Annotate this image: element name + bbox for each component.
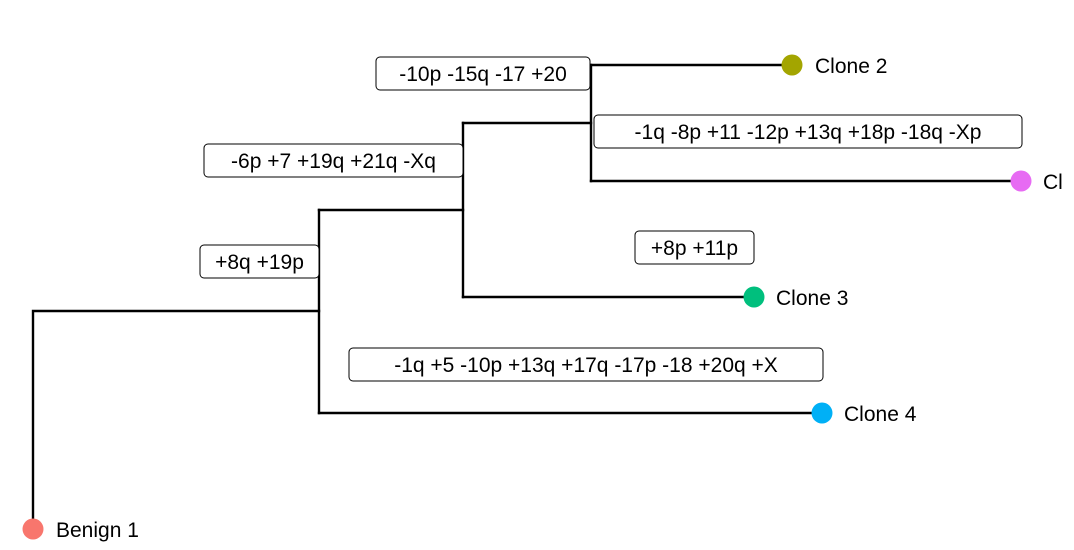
branch-label-text: -1q -8p +11 -12p +13q +18p -18q -Xp	[635, 121, 982, 144]
tip-label-benign1: Benign 1	[56, 519, 139, 542]
tip-label-clone5: Cl	[1043, 171, 1063, 194]
branch-labels: +8q +19p -6p +7 +19q +21q -Xq -10p -15q …	[199, 56, 1023, 382]
branch-label-box	[593, 114, 1023, 149]
branch-label-box	[375, 56, 591, 91]
branch-root-to-benign	[31, 309, 321, 531]
branch-label-b6: -1q +5 -10p +13q +17q -17p -18 +20q +X	[348, 347, 824, 382]
branch-label-text: -1q +5 -10p +13q +17q -17p -18 +20q +X	[394, 354, 778, 377]
tip-dot-benign1	[22, 518, 44, 540]
tree-branches	[31, 63, 1023, 531]
tip-labels: Benign 1 Clone 2 Clone 3 Clone 4 Cl	[56, 55, 1063, 542]
branch-label-b2: -6p +7 +19q +21q -Xq	[203, 143, 464, 178]
branch-label-box	[348, 347, 824, 382]
branch-label-box	[634, 230, 755, 265]
branch-label-text: -10p -15q -17 +20	[399, 63, 567, 86]
branch-label-box	[203, 143, 464, 178]
branch-label-text: +8q +19p	[215, 251, 304, 274]
tip-dot-clone5	[1010, 170, 1032, 192]
branch-label-box	[199, 244, 320, 279]
tip-dot-clone3	[743, 286, 765, 308]
tip-dot-clone4	[811, 402, 833, 424]
tip-points	[22, 54, 1032, 540]
branch-label-b1: +8q +19p	[199, 244, 320, 279]
branch-label-b3: -10p -15q -17 +20	[375, 56, 591, 91]
branch-label-b5: +8p +11p	[634, 230, 755, 265]
tip-label-clone3: Clone 3	[776, 287, 848, 310]
tip-label-clone2: Clone 2	[815, 55, 887, 78]
tip-label-clone4: Clone 4	[844, 403, 917, 426]
branch-label-text: +8p +11p	[651, 237, 738, 260]
branch-label-text: -6p +7 +19q +21q -Xq	[231, 150, 436, 173]
tip-dot-clone2	[781, 54, 803, 76]
branch-label-b4: -1q -8p +11 -12p +13q +18p -18q -Xp	[593, 114, 1023, 149]
